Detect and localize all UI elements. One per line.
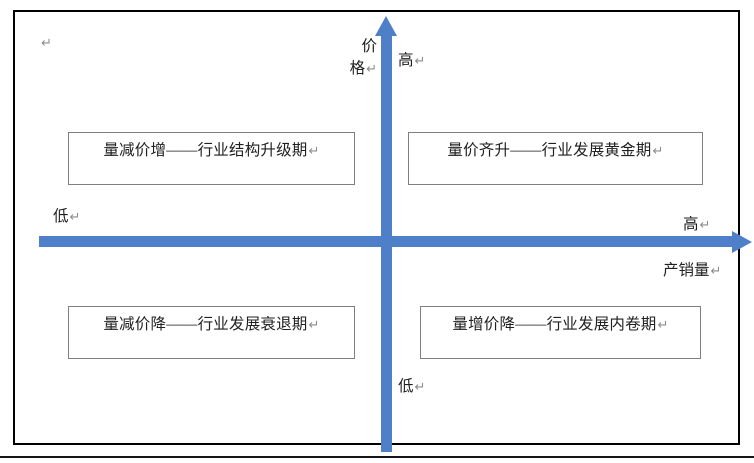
- volume-axis-low-marker: 低↵: [53, 206, 80, 228]
- quadrant-label-bottom-left-text: 量减价降——行业发展衰退期: [103, 316, 308, 333]
- price-axis-title-char-2: 格: [349, 60, 366, 78]
- volume-axis-low-marker-text: 低: [53, 208, 69, 225]
- price-axis-title: 价 格↵: [337, 36, 377, 81]
- paragraph-mark-icon: ↵: [699, 218, 711, 233]
- price-axis-low-marker: 低↵: [398, 376, 425, 398]
- paragraph-mark-icon: ↵: [41, 36, 52, 51]
- volume-axis-high-marker-text: 高: [683, 216, 699, 233]
- paragraph-mark-icon: ↵: [414, 54, 426, 69]
- quadrant-box-top-right[interactable]: 量价齐升——行业发展黄金期↵: [408, 132, 703, 185]
- volume-axis-arrowhead-icon: [732, 231, 752, 253]
- volume-axis-title: 产销量↵: [663, 260, 721, 282]
- paragraph-mark-icon: ↵: [308, 318, 320, 333]
- price-axis-title-char-2-line: 格↵: [337, 58, 377, 80]
- price-axis-high-marker-text: 高: [398, 52, 414, 69]
- price-axis-high-marker: 高↵: [398, 50, 425, 72]
- quadrant-label-bottom-right: 量增价降——行业发展内卷期↵: [452, 315, 668, 334]
- paragraph-mark-icon: ↵: [652, 144, 664, 159]
- paragraph-mark-icon: ↵: [414, 380, 426, 395]
- paragraph-mark-icon: ↵: [657, 318, 669, 333]
- quadrant-label-bottom-left: 量减价降——行业发展衰退期↵: [103, 315, 319, 334]
- price-axis-arrowhead-icon: [375, 16, 397, 36]
- quadrant-label-top-left: 量减价增——行业结构升级期↵: [103, 141, 319, 160]
- paragraph-mark-icon: ↵: [710, 264, 722, 279]
- quadrant-label-bottom-right-text: 量增价降——行业发展内卷期: [452, 316, 657, 333]
- volume-axis-line: [39, 236, 735, 247]
- volume-axis-high-marker: 高↵: [683, 214, 710, 236]
- volume-axis-title-text: 产销量: [663, 262, 710, 279]
- quadrant-box-bottom-left[interactable]: 量减价降——行业发展衰退期↵: [68, 306, 355, 359]
- price-axis-title-char-1: 价: [361, 38, 377, 55]
- quadrant-label-top-right-text: 量价齐升——行业发展黄金期: [447, 142, 652, 159]
- paragraph-mark-icon: ↵: [366, 62, 377, 78]
- quadrant-label-top-right: 量价齐升——行业发展黄金期↵: [447, 141, 663, 160]
- page-separator-rule: [0, 456, 754, 458]
- document-frame: ↵ 价 格↵ 产销量↵ 高↵ 低↵ 低↵ 高↵ 量减价增——行业结构升级期↵ 量…: [13, 10, 752, 452]
- paragraph-mark-icon: ↵: [69, 210, 81, 225]
- price-axis-low-marker-text: 低: [398, 378, 414, 395]
- quadrant-label-top-left-text: 量减价增——行业结构升级期: [103, 142, 308, 159]
- quadrant-box-bottom-right[interactable]: 量增价降——行业发展内卷期↵: [420, 306, 701, 359]
- quadrant-box-top-left[interactable]: 量减价增——行业结构升级期↵: [68, 132, 355, 185]
- paragraph-mark-icon: ↵: [308, 144, 320, 159]
